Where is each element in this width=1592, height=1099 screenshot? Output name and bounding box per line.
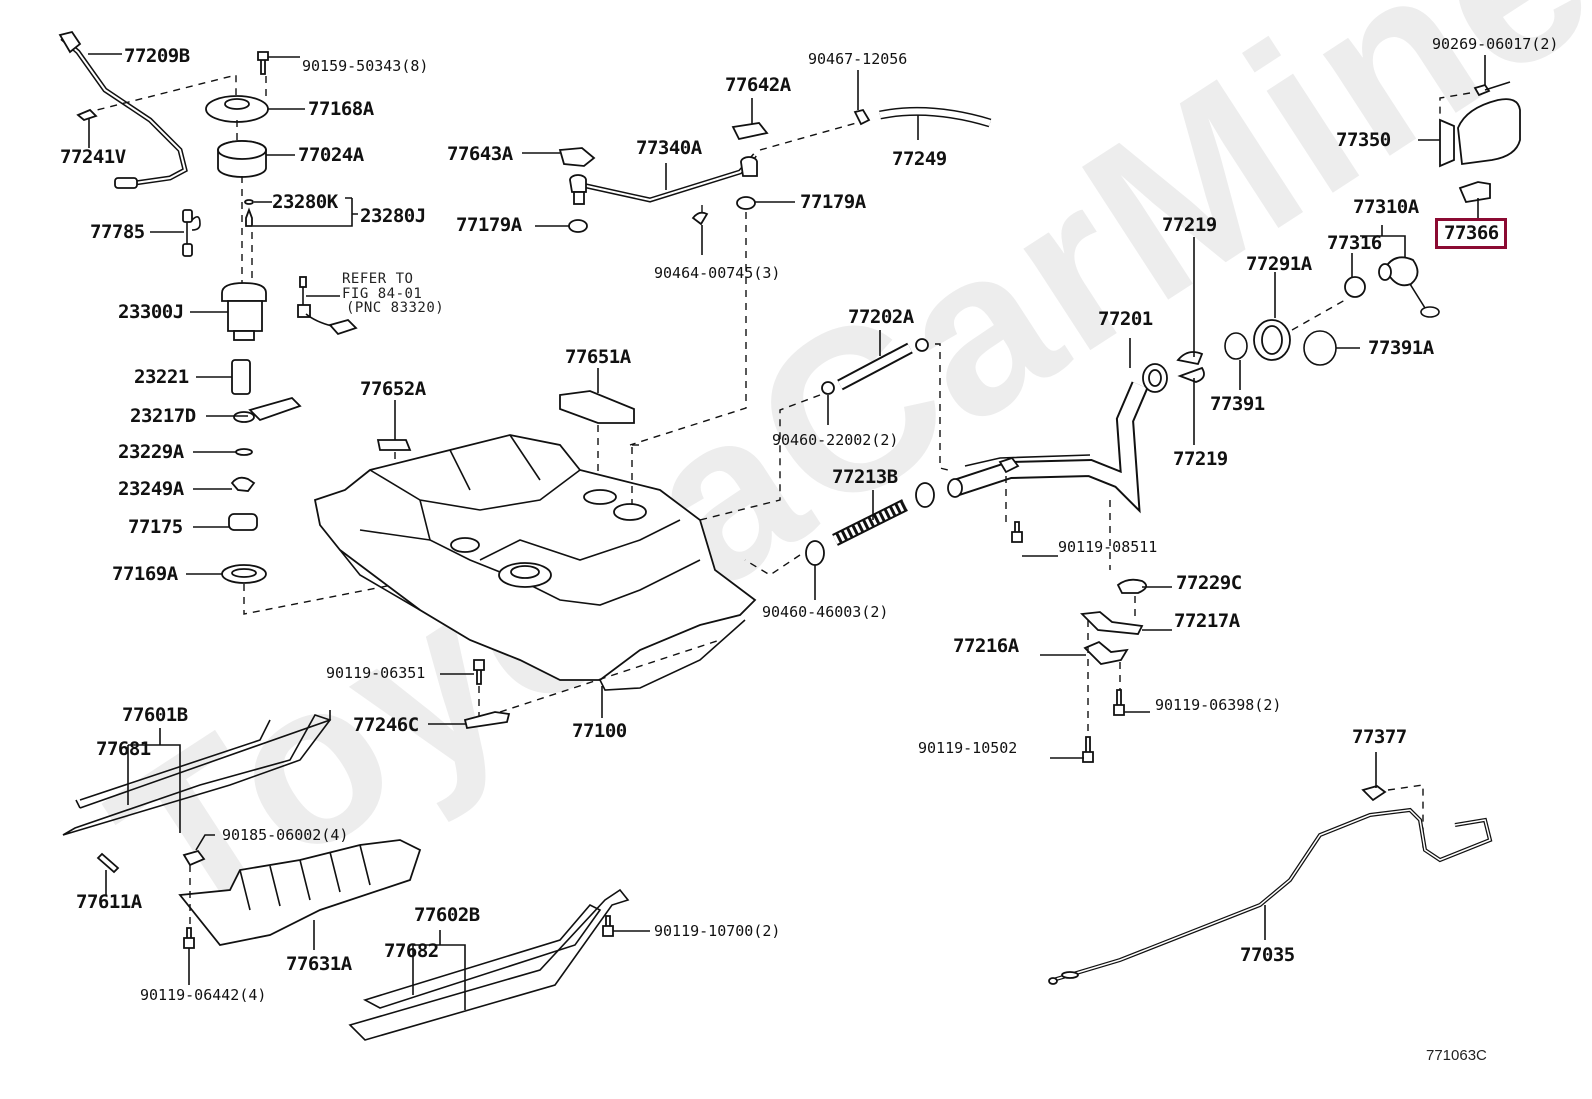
figure-code: 771063C [1426,1047,1487,1064]
part-label-77169a[interactable]: 77169A [112,563,178,585]
part-label-77601b[interactable]: 77601B [122,704,188,726]
part-label-77681[interactable]: 77681 [96,738,151,760]
part-label-90119-06351[interactable]: 90119-06351 [326,664,426,682]
part-label-90464-00745[interactable]: 90464-00745(3) [654,264,781,282]
part-label-77175[interactable]: 77175 [128,516,183,538]
part-label-77209b[interactable]: 77209B [124,45,190,67]
part-label-23280k[interactable]: 23280K [272,191,338,213]
part-label-23280j[interactable]: 23280J [360,205,426,227]
part-label-90467-12056[interactable]: 90467-12056 [808,50,908,68]
refer-note-line-2[interactable]: FIG 84-01 [342,285,423,302]
part-label-90460-46003[interactable]: 90460-46003(2) [762,603,889,621]
part-label-77213b[interactable]: 77213B [832,466,898,488]
part-label-77179a-right[interactable]: 77179A [800,191,866,213]
part-label-77179a-left[interactable]: 77179A [456,214,522,236]
part-label-77249[interactable]: 77249 [892,148,947,170]
part-label-90185-06002[interactable]: 90185-06002(4) [222,826,349,844]
part-label-23300j[interactable]: 23300J [118,301,184,323]
part-label-23217d[interactable]: 23217D [130,405,196,427]
part-label-77201[interactable]: 77201 [1098,308,1153,330]
part-label-77350[interactable]: 77350 [1336,129,1391,151]
heat-shield-77631a-drawing [178,839,422,946]
part-label-77202a[interactable]: 77202A [848,306,914,328]
part-label-77219-bottom[interactable]: 77219 [1173,448,1228,470]
part-label-77611a[interactable]: 77611A [76,891,142,913]
part-label-77217a[interactable]: 77217A [1174,610,1240,632]
part-label-90119-06398[interactable]: 90119-06398(2) [1155,696,1282,714]
part-label-90460-22002[interactable]: 90460-22002(2) [772,431,899,449]
part-label-77340a[interactable]: 77340A [636,137,702,159]
refer-note-line-1: REFER TO [342,271,414,287]
part-label-77035[interactable]: 77035 [1240,944,1295,966]
part-label-77682[interactable]: 77682 [384,940,439,962]
fuel-tank-77100-drawing [313,434,757,691]
part-label-90119-06442[interactable]: 90119-06442(4) [140,986,267,1004]
refer-note: REFER TO FIG 84-01 (PNC 83320) [342,272,444,316]
part-label-77785[interactable]: 77785 [90,221,145,243]
part-label-90159-50343[interactable]: 90159-50343(8) [302,57,429,75]
part-label-77229c[interactable]: 77229C [1176,572,1242,594]
part-label-77100[interactable]: 77100 [572,720,627,742]
part-label-77652a[interactable]: 77652A [360,378,426,400]
part-label-77316[interactable]: 77316 [1327,232,1382,254]
part-label-90119-10700[interactable]: 90119-10700(2) [654,922,781,940]
part-label-77291a[interactable]: 77291A [1246,253,1312,275]
part-label-77642a[interactable]: 77642A [725,74,791,96]
part-label-23229a[interactable]: 23229A [118,441,184,463]
part-label-23249a[interactable]: 23249A [118,478,184,500]
part-label-90119-10502[interactable]: 90119-10502 [918,739,1018,757]
part-label-77219-top[interactable]: 77219 [1162,214,1217,236]
part-label-23221[interactable]: 23221 [134,366,189,388]
part-77209b-drawing [58,30,188,189]
part-label-77168a[interactable]: 77168A [308,98,374,120]
part-label-77631a[interactable]: 77631A [286,953,352,975]
part-label-77241v[interactable]: 77241V [60,146,126,168]
part-label-77310a[interactable]: 77310A [1353,196,1419,218]
part-label-77651a[interactable]: 77651A [565,346,631,368]
part-label-90269-06017[interactable]: 90269-06017(2) [1432,35,1559,53]
part-label-77391[interactable]: 77391 [1210,393,1265,415]
part-label-77377[interactable]: 77377 [1352,726,1407,748]
part-label-77366-highlighted[interactable]: 77366 [1435,218,1507,249]
filler-pipe-77201-drawing [947,363,1168,514]
part-label-77391a[interactable]: 77391A [1368,337,1434,359]
refer-note-line-3: (PNC 83320) [346,300,445,317]
part-label-77024a[interactable]: 77024A [298,144,364,166]
part-label-90119-08511[interactable]: 90119-08511 [1058,538,1158,556]
part-label-77216a[interactable]: 77216A [953,635,1019,657]
part-label-77643a[interactable]: 77643A [447,143,513,165]
part-label-77246c[interactable]: 77246C [353,714,419,736]
part-label-77602b[interactable]: 77602B [414,904,480,926]
